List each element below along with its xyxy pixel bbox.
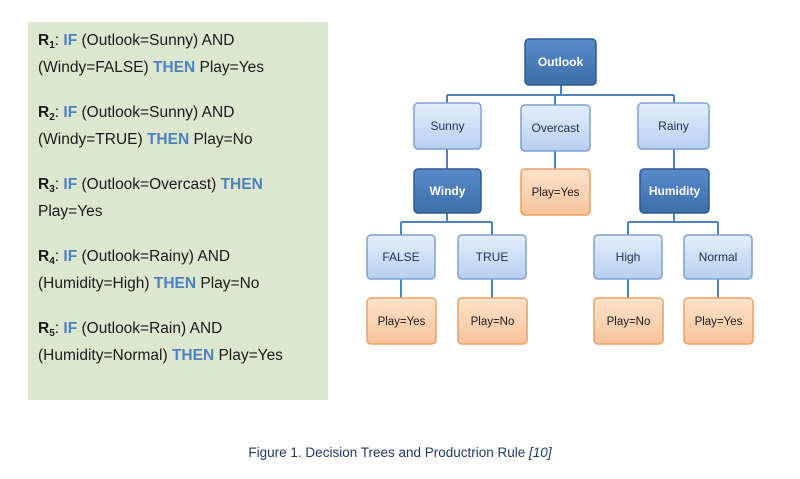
- node-sunny: Sunny: [413, 102, 482, 150]
- then-keyword: THEN: [153, 59, 196, 76]
- svg-text:TRUE: TRUE: [476, 250, 509, 264]
- svg-text:Windy: Windy: [430, 184, 466, 198]
- svg-text:Play=Yes: Play=Yes: [532, 187, 580, 199]
- svg-text:FALSE: FALSE: [382, 250, 419, 264]
- then-keyword: THEN: [153, 275, 197, 292]
- leaf-high-play: Play=No: [593, 297, 664, 345]
- rule-id: R5: [38, 320, 55, 339]
- node-windy: Windy: [413, 168, 482, 214]
- rule-id: R1: [38, 32, 55, 51]
- rule-condition: (Outlook=Sunny) AND (Windy=FALSE): [38, 32, 235, 76]
- node-outlook: Outlook: [524, 38, 597, 86]
- rule-result: Play=No: [189, 131, 253, 148]
- svg-text:Sunny: Sunny: [430, 119, 464, 133]
- if-keyword: IF: [63, 248, 78, 265]
- svg-text:Outlook: Outlook: [538, 55, 584, 69]
- if-keyword: IF: [63, 176, 78, 193]
- svg-text:Overcast: Overcast: [531, 121, 580, 135]
- node-high: High: [593, 234, 663, 280]
- svg-text:High: High: [616, 250, 641, 264]
- svg-text:Play=Yes: Play=Yes: [695, 316, 743, 328]
- rule-4: R4: IF (Outlook=Rainy) AND (Humidity=Hig…: [38, 248, 260, 292]
- rules-panel: R1: IF (Outlook=Sunny) AND (Windy=FALSE)…: [28, 22, 328, 400]
- figure-caption: Figure 1. Decision Trees and Productrion…: [0, 445, 800, 460]
- rule-result: Play=Yes: [38, 203, 103, 220]
- node-overcast-leaf: Play=Yes: [520, 168, 591, 216]
- rule-2: R2: IF (Outlook=Sunny) AND (Windy=TRUE) …: [38, 104, 253, 148]
- svg-text:Normal: Normal: [699, 250, 738, 264]
- if-keyword: IF: [63, 32, 78, 49]
- if-keyword: IF: [63, 320, 78, 337]
- rule-result: Play=No: [196, 275, 260, 292]
- rule-condition: (Outlook=Rainy) AND (Humidity=High): [38, 248, 231, 292]
- node-normal: Normal: [683, 234, 753, 280]
- rule-id: R3: [38, 176, 55, 195]
- svg-text:Play=Yes: Play=Yes: [378, 316, 426, 328]
- rule-condition: (Outlook=Overcast): [77, 176, 221, 193]
- rule-5: R5: IF (Outlook=Rain) AND (Humidity=Norm…: [38, 320, 283, 364]
- caption-citation: [10]: [529, 445, 552, 460]
- svg-text:Humidity: Humidity: [649, 184, 701, 198]
- rule-id: R2: [38, 104, 55, 123]
- then-keyword: THEN: [146, 131, 190, 148]
- tree-connectors: [400, 85, 719, 298]
- leaf-true-play: Play=No: [457, 297, 528, 345]
- node-false: FALSE: [366, 234, 436, 280]
- rule-condition: (Outlook=Rain) AND (Humidity=Normal): [38, 320, 223, 364]
- then-keyword: THEN: [220, 176, 263, 193]
- node-true: TRUE: [457, 234, 527, 280]
- rule-id: R4: [38, 248, 55, 267]
- caption-text: Figure 1. Decision Trees and Productrion…: [248, 445, 530, 460]
- rule-1: R1: IF (Outlook=Sunny) AND (Windy=FALSE)…: [38, 32, 265, 76]
- svg-text:Rainy: Rainy: [658, 119, 689, 133]
- leaf-false-play: Play=Yes: [366, 297, 437, 345]
- rule-3: R3: IF (Outlook=Overcast) THEN Play=Yes: [38, 176, 263, 220]
- if-keyword: IF: [63, 104, 78, 121]
- rule-result: Play=Yes: [214, 347, 283, 364]
- node-overcast: Overcast: [520, 104, 591, 152]
- rule-result: Play=Yes: [195, 59, 265, 76]
- rule-condition: (Outlook=Sunny) AND (Windy=TRUE): [38, 104, 235, 148]
- svg-text:Play=No: Play=No: [607, 316, 651, 328]
- svg-text:Play=No: Play=No: [471, 316, 515, 328]
- node-rainy: Rainy: [637, 102, 710, 150]
- node-humidity: Humidity: [639, 168, 710, 214]
- leaf-normal-play: Play=Yes: [683, 297, 754, 345]
- then-keyword: THEN: [171, 347, 215, 364]
